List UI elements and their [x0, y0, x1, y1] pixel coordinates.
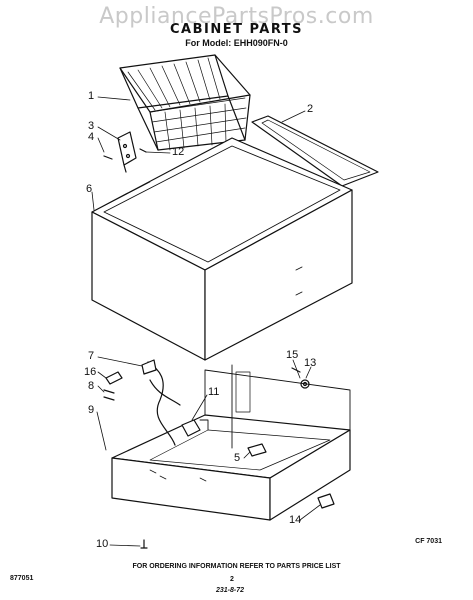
ordering-note: FOR ORDERING INFORMATION REFER TO PARTS … [132, 563, 341, 570]
wiring-harness [141, 359, 201, 446]
callout-4: 4 [88, 131, 95, 143]
lid-gasket [251, 115, 379, 187]
base [111, 364, 351, 521]
callout-2: 2 [307, 103, 314, 115]
basket [119, 54, 251, 151]
freezer-cabinet [91, 137, 353, 361]
figure-code: CF 7031 [415, 538, 442, 545]
callout-8: 8 [88, 380, 95, 392]
callout-3: 3 [88, 120, 95, 132]
hinge-bracket [103, 131, 147, 173]
small-parts [103, 367, 335, 549]
diagram-title: CABINET PARTS [169, 22, 304, 37]
callout-10: 10 [96, 538, 109, 550]
callout-16: 16 [84, 366, 97, 378]
callout-14: 14 [289, 514, 302, 526]
callout-9: 9 [88, 404, 95, 416]
date-stamp: 231-8-72 [216, 587, 245, 594]
model-subtitle: For Model: EHH090FN-0 [185, 38, 288, 48]
callout-12: 12 [172, 146, 185, 158]
callout-7: 7 [88, 350, 95, 362]
callout-1: 1 [88, 90, 95, 102]
callout-11: 11 [208, 386, 220, 398]
callout-13: 13 [304, 357, 317, 369]
callout-5: 5 [234, 452, 241, 464]
callout-15: 15 [286, 349, 299, 361]
callout-6: 6 [86, 183, 93, 195]
watermark: AppliancePartsPros.com [99, 4, 374, 29]
page-number: 2 [230, 576, 234, 583]
document-number: 877051 [10, 575, 34, 582]
leader-lines [91, 96, 321, 547]
